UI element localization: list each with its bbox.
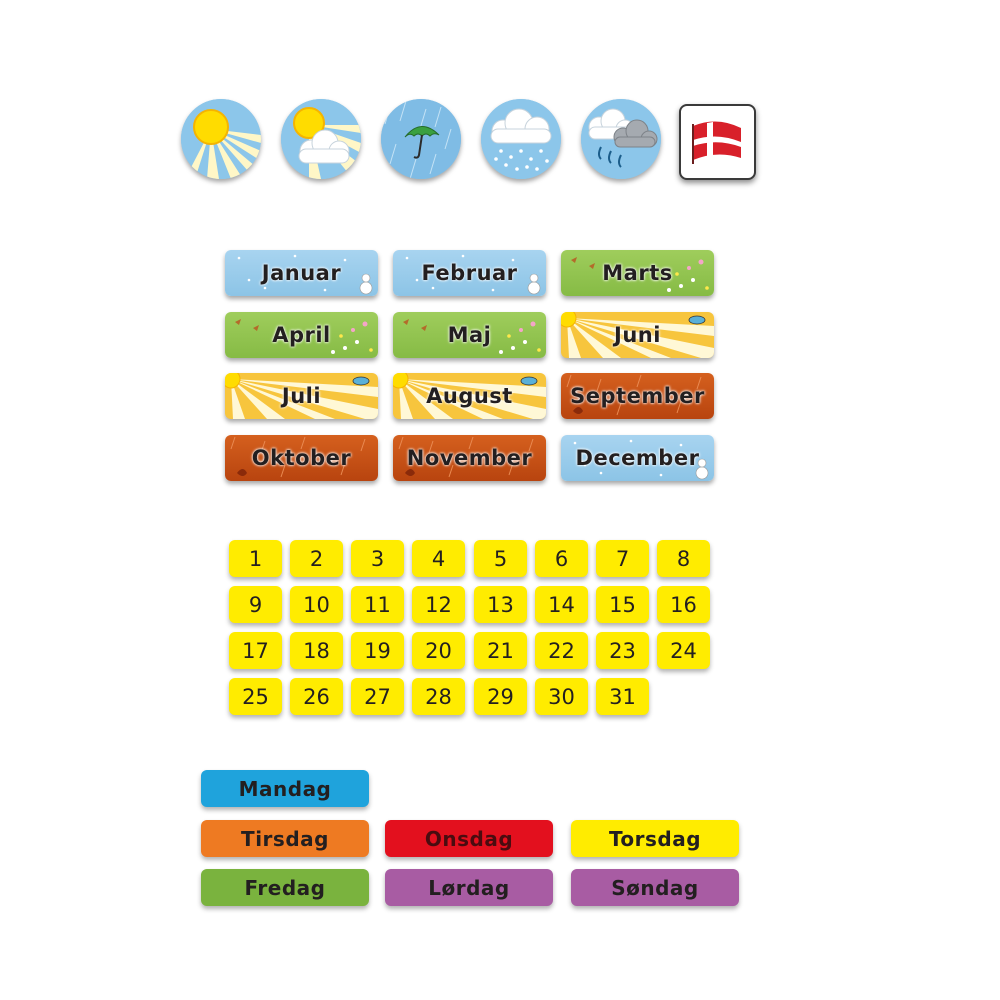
day-tile-18[interactable]: 18 [290, 632, 343, 669]
day-tile-14[interactable]: 14 [535, 586, 588, 623]
storm-cloud-icon [581, 99, 661, 179]
month-tile-december[interactable]: December [561, 435, 714, 481]
day-tile-6[interactable]: 6 [535, 540, 588, 577]
month-label: April [272, 323, 331, 347]
month-label: Februar [421, 261, 518, 285]
month-tile-juni[interactable]: Juni [561, 312, 714, 358]
day-tile-25[interactable]: 25 [229, 678, 282, 715]
day-tile-26[interactable]: 26 [290, 678, 343, 715]
day-tile-24[interactable]: 24 [657, 632, 710, 669]
day-tile-9[interactable]: 9 [229, 586, 282, 623]
partly-cloudy-icon [281, 99, 361, 179]
day-tile-28[interactable]: 28 [412, 678, 465, 715]
month-tile-november[interactable]: November [393, 435, 546, 481]
weekday-tile-tirsdag[interactable]: Tirsdag [201, 820, 369, 857]
month-tile-januar[interactable]: Januar [225, 250, 378, 296]
weekday-tile-onsdag[interactable]: Onsdag [385, 820, 553, 857]
month-label: Maj [447, 323, 492, 347]
day-tile-1[interactable]: 1 [229, 540, 282, 577]
month-tile-august[interactable]: August [393, 373, 546, 419]
weekday-tile-torsdag[interactable]: Torsdag [571, 820, 739, 857]
day-tile-11[interactable]: 11 [351, 586, 404, 623]
weekday-tile-søndag[interactable]: Søndag [571, 869, 739, 906]
day-tile-8[interactable]: 8 [657, 540, 710, 577]
snow-cloud-icon [481, 99, 561, 179]
rain-umbrella-icon [381, 99, 461, 179]
day-tile-10[interactable]: 10 [290, 586, 343, 623]
month-label: November [406, 446, 533, 470]
day-tile-7[interactable]: 7 [596, 540, 649, 577]
sunny-icon [181, 99, 261, 179]
month-tile-oktober[interactable]: Oktober [225, 435, 378, 481]
day-tile-19[interactable]: 19 [351, 632, 404, 669]
day-tile-12[interactable]: 12 [412, 586, 465, 623]
month-label: Oktober [251, 446, 352, 470]
month-tile-april[interactable]: April [225, 312, 378, 358]
day-tile-17[interactable]: 17 [229, 632, 282, 669]
month-label: Januar [261, 261, 342, 285]
month-label: Juni [614, 323, 661, 347]
weekday-tile-mandag[interactable]: Mandag [201, 770, 369, 807]
month-tile-marts[interactable]: Marts [561, 250, 714, 296]
month-label: December [575, 446, 700, 470]
day-tile-5[interactable]: 5 [474, 540, 527, 577]
day-tile-3[interactable]: 3 [351, 540, 404, 577]
day-tile-13[interactable]: 13 [474, 586, 527, 623]
day-tile-21[interactable]: 21 [474, 632, 527, 669]
day-tile-29[interactable]: 29 [474, 678, 527, 715]
day-tile-31[interactable]: 31 [596, 678, 649, 715]
day-tile-30[interactable]: 30 [535, 678, 588, 715]
month-label: Marts [602, 261, 673, 285]
month-tile-september[interactable]: September [561, 373, 714, 419]
day-tile-22[interactable]: 22 [535, 632, 588, 669]
month-label: Juli [281, 384, 322, 408]
day-tile-27[interactable]: 27 [351, 678, 404, 715]
month-tile-juli[interactable]: Juli [225, 373, 378, 419]
flag-tile[interactable] [679, 104, 756, 180]
weekday-tile-lørdag[interactable]: Lørdag [385, 869, 553, 906]
day-tile-16[interactable]: 16 [657, 586, 710, 623]
day-tile-20[interactable]: 20 [412, 632, 465, 669]
day-tile-23[interactable]: 23 [596, 632, 649, 669]
month-tile-maj[interactable]: Maj [393, 312, 546, 358]
month-tile-februar[interactable]: Februar [393, 250, 546, 296]
month-label: August [426, 384, 513, 408]
day-tile-15[interactable]: 15 [596, 586, 649, 623]
weekday-tile-fredag[interactable]: Fredag [201, 869, 369, 906]
day-tile-4[interactable]: 4 [412, 540, 465, 577]
month-label: September [570, 384, 705, 408]
day-tile-2[interactable]: 2 [290, 540, 343, 577]
